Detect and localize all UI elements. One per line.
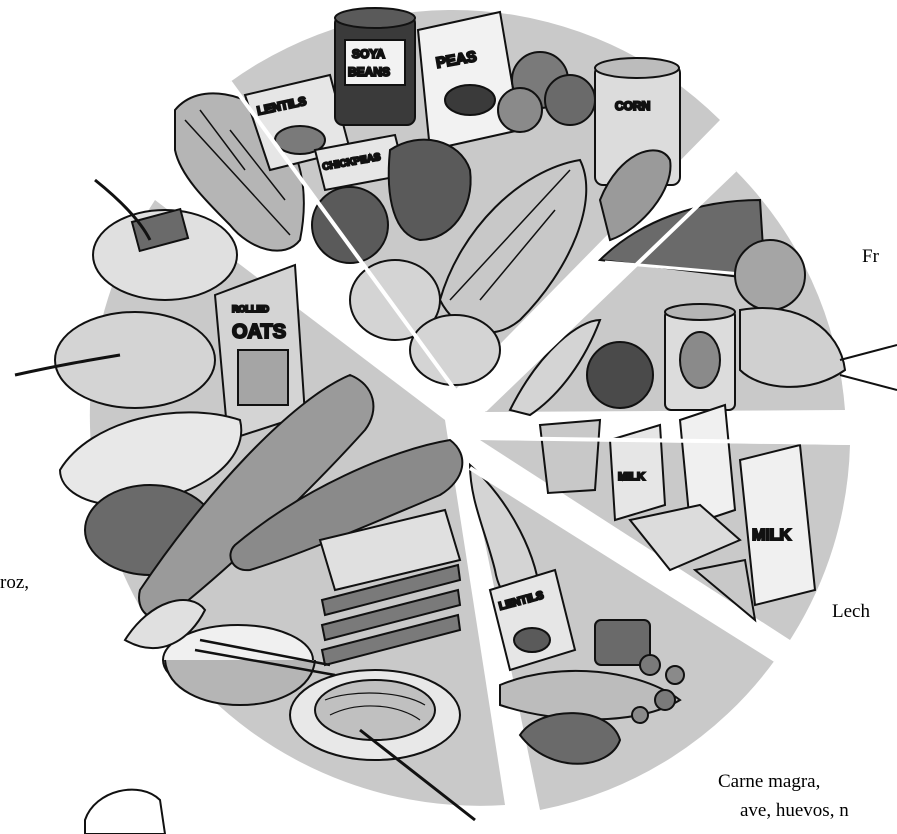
label-meat-line-1: Carne magra, [718,772,820,791]
label-fruit: Fr [862,247,879,266]
pineapple [740,308,845,387]
svg-text:BEANS: BEANS [348,65,390,79]
svg-text:SOYA: SOYA [352,47,385,61]
tomato [312,187,388,263]
label-dairy: Lech [832,602,870,621]
cheese-wedge [695,560,755,620]
apple [587,342,653,408]
svg-text:ROLLED: ROLLED [232,304,269,314]
label-meat-line-2: ave, huevos, n [740,801,849,820]
svg-text:MILK: MILK [752,527,792,544]
pineapple-can [665,304,735,410]
svg-text:MILK: MILK [618,471,645,483]
label-grains: roz, [0,573,29,592]
soya-beans-can: SOYA BEANS [335,8,415,125]
svg-text:CORN: CORN [615,99,650,113]
teacup [85,790,165,834]
yogurt-cup [540,420,600,493]
svg-text:OATS: OATS [232,321,286,343]
orange [735,240,805,310]
muesli-bowl [55,312,215,408]
